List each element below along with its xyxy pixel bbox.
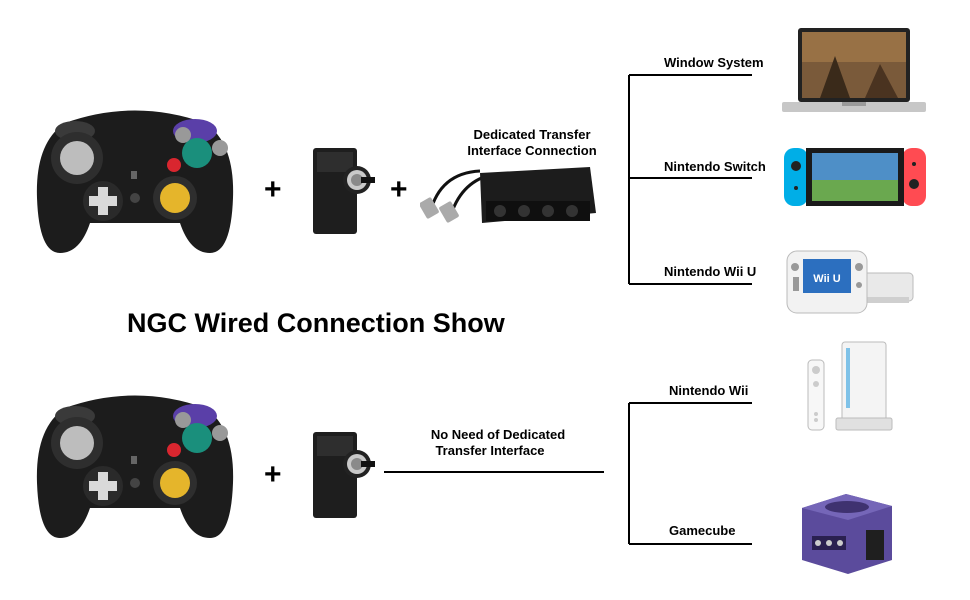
adapter-label-line2: Interface Connection bbox=[467, 143, 597, 158]
plus-sign: + bbox=[264, 458, 282, 491]
diagram-title: NGC Wired Connection Show bbox=[127, 308, 505, 338]
plus-sign: + bbox=[390, 173, 408, 206]
laptop-icon bbox=[782, 28, 926, 112]
four-port-adapter-icon bbox=[420, 167, 596, 223]
wii-u-console-icon: Wii U bbox=[786, 250, 914, 314]
gamecube-console-icon bbox=[802, 494, 892, 574]
gamecube-controller-bottom-icon bbox=[36, 395, 234, 538]
device-label-window-system: Window System bbox=[664, 55, 764, 70]
device-label-nintendo-wii-u: Nintendo Wii U bbox=[664, 264, 757, 279]
wii-console-icon bbox=[807, 341, 893, 431]
wii-u-logo-text: Wii U bbox=[813, 273, 840, 285]
wireless-adapter-icon bbox=[313, 432, 375, 518]
gamecube-controller-top-icon bbox=[36, 110, 234, 253]
nintendo-switch-icon bbox=[784, 148, 926, 206]
device-label-nintendo-wii: Nintendo Wii bbox=[669, 383, 749, 398]
plus-sign: + bbox=[264, 173, 282, 206]
wireless-adapter-icon bbox=[313, 148, 375, 234]
adapter-label-line1: Dedicated Transfer bbox=[473, 127, 591, 142]
device-label-gamecube: Gamecube bbox=[669, 523, 736, 538]
note-line2: Transfer Interface bbox=[435, 443, 545, 458]
device-label-nintendo-switch: Nintendo Switch bbox=[664, 159, 766, 174]
note-line1: No Need of Dedicated bbox=[430, 427, 566, 442]
